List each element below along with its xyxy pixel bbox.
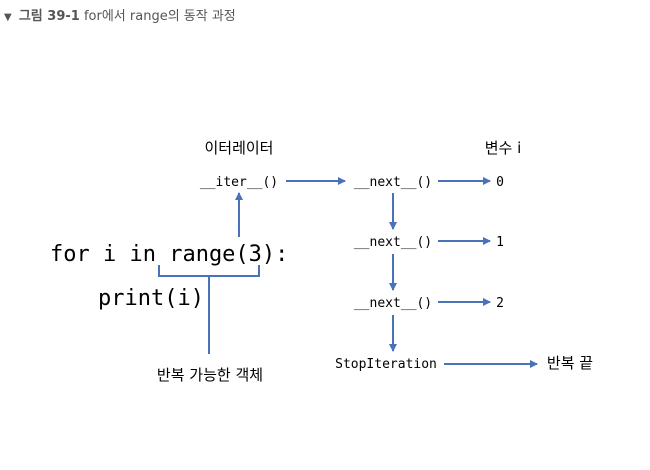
next-call-2: __next__(): [354, 235, 432, 250]
code-line-for: for i in range(3):: [50, 242, 288, 267]
code-line-print: print(i): [98, 286, 204, 311]
variable-header: 변수 i: [485, 139, 522, 157]
figure-label: 그림 39-1: [18, 9, 80, 24]
value-1: 1: [496, 235, 504, 250]
next-call-1: __next__(): [354, 175, 432, 190]
collapse-triangle-icon[interactable]: ▼: [4, 12, 12, 23]
figure-caption: ▼ 그림 39-1 for에서 range의 동작 과정: [4, 5, 236, 24]
iterable-label: 반복 가능한 객체: [157, 366, 263, 384]
value-0: 0: [496, 175, 504, 190]
iterator-header: 이터레이터: [204, 139, 273, 157]
stop-iteration-label: StopIteration: [335, 357, 437, 372]
next-call-3: __next__(): [354, 296, 432, 311]
iter-call: __iter__(): [200, 175, 278, 190]
loop-end-label: 반복 끝: [547, 354, 593, 372]
figure-title: for에서 range의 동작 과정: [79, 9, 236, 24]
value-2: 2: [496, 296, 504, 311]
